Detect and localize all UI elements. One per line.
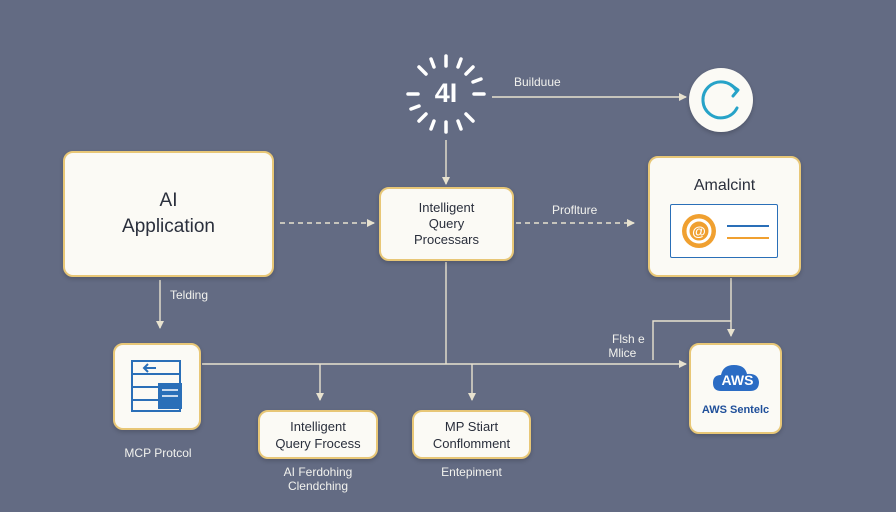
iqp-line1: Intelligent [418, 200, 475, 215]
mcp-icon-box [113, 343, 201, 430]
label-flishe-line1: Flsh e [612, 332, 645, 346]
ai-sunburst-logo: 4I [404, 52, 488, 136]
iqp-bottom-line1: Intelligent [290, 418, 346, 434]
label-entepiment: Entepiment [441, 465, 502, 479]
document-stack-icon [131, 359, 182, 412]
connector-flishe-bracket [652, 320, 731, 360]
sync-icon [701, 80, 740, 120]
label-telding: Telding [170, 288, 209, 302]
label-mcp-protocol: MCP Protcol [124, 446, 192, 460]
ai-application-box: AI Application [63, 151, 274, 277]
svg-text:@: @ [692, 223, 706, 239]
label-ai-ferdohing-line2: Clendching [287, 479, 349, 493]
sync-node [689, 68, 753, 132]
ai-application-title-line1: AI [159, 190, 178, 211]
label-flishe-line2: Mlice [608, 346, 637, 360]
mp-start-box: MP Stiart Conflomment [412, 410, 531, 459]
intelligent-query-processors-box: Intelligent Query Processars [379, 187, 514, 261]
aws-service-name: AWS Sentelc [701, 403, 770, 416]
sunburst-icon [406, 54, 486, 134]
ai-application-title-line2: Application [122, 216, 215, 237]
label-flishe-mlice: Flsh e Mlice [600, 332, 645, 360]
mp-start-line2: Conflomment [432, 435, 511, 451]
aws-service-box: AWS AWS Sentelc [689, 343, 782, 434]
iqp-line2: Query [428, 216, 465, 231]
label-builduue: Builduue [514, 75, 561, 89]
aws-cloud-icon [712, 364, 759, 391]
intelligent-query-process-box: Intelligent Query Frocess [258, 410, 378, 459]
mp-start-line1: MP Stiart [444, 418, 499, 434]
amalcint-card-line2 [727, 237, 769, 239]
amalcint-title: Amalcint [693, 177, 756, 194]
email-badge-icon: @ [682, 214, 716, 248]
aws-logo-text: AWS [721, 372, 754, 388]
label-ai-ferdohing: AI Ferdohing Clendching [258, 465, 378, 493]
amalcint-card-line1 [727, 225, 769, 227]
label-ai-ferdohing-line1: AI Ferdohing [283, 465, 353, 479]
ai-logo-text: 4I [434, 78, 458, 108]
amalcint-card: @ [670, 204, 778, 258]
amalcint-box: Amalcint @ [648, 156, 801, 277]
iqp-bottom-line2: Query Frocess [275, 435, 361, 451]
iqp-line3: Processars [413, 232, 480, 247]
label-proflture: Proflture [552, 203, 598, 217]
